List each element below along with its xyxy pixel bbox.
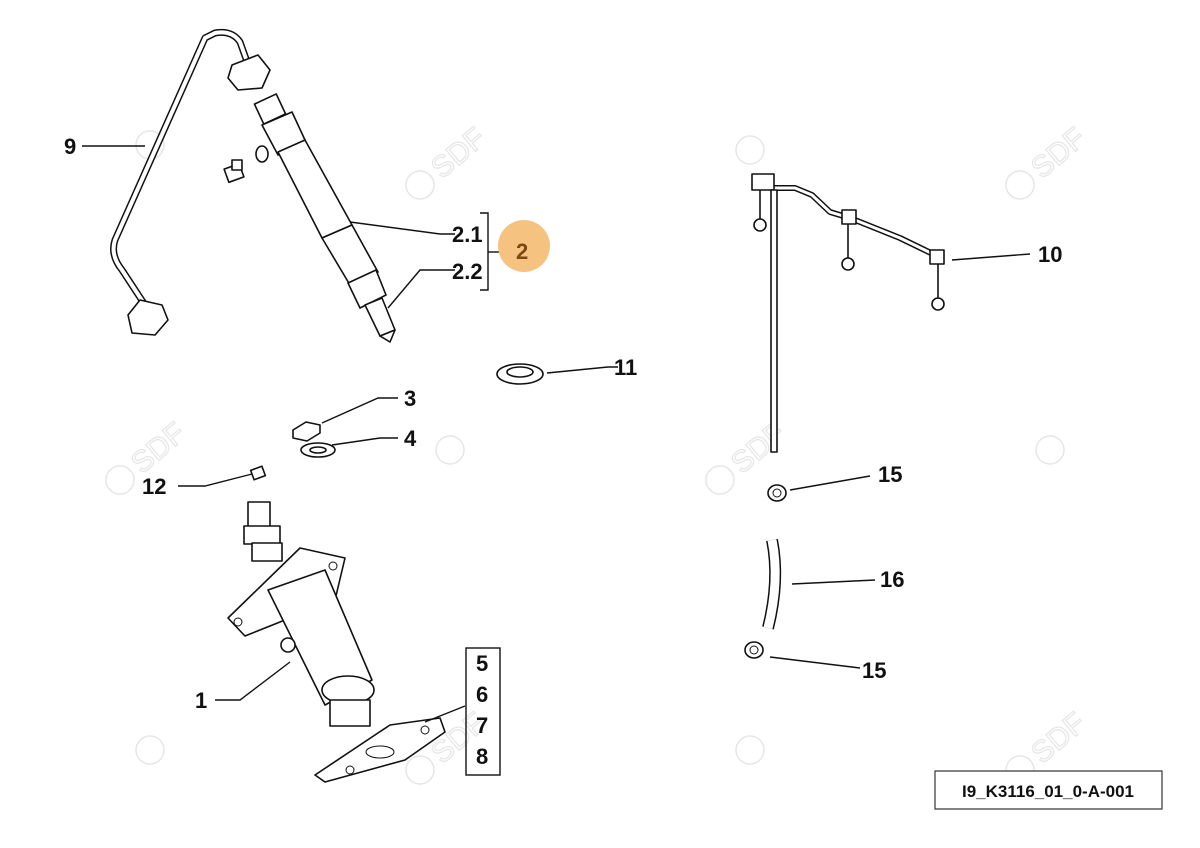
callout-15-top[interactable]: 15 — [878, 462, 902, 487]
callout-1[interactable]: 1 — [195, 688, 207, 713]
callout-7[interactable]: 7 — [476, 713, 488, 738]
svg-text:SDF: SDF — [1025, 121, 1092, 185]
part-clamp — [744, 641, 764, 659]
watermark-logo: SDF — [405, 121, 493, 200]
part-washer — [496, 363, 544, 385]
callout-9[interactable]: 9 — [64, 134, 76, 159]
reference-code-box: I9_K3116_01_0-A-001 — [934, 770, 1163, 810]
part-screw — [249, 465, 267, 481]
callout-2[interactable]: 2 — [516, 239, 528, 264]
svg-text:SDF: SDF — [1025, 706, 1092, 770]
part-injection-pipe — [110, 28, 271, 336]
part-nut-washer — [292, 421, 336, 458]
callout-15-bottom[interactable]: 15 — [862, 658, 886, 683]
svg-text:SDF: SDF — [725, 416, 792, 480]
part-hose — [762, 538, 782, 630]
callout-2-1[interactable]: 2.1 — [452, 222, 483, 247]
callout-16[interactable]: 16 — [880, 567, 904, 592]
callouts: 9 2.1 2.2 2 11 3 4 12 1 5 6 7 8 10 15 16… — [64, 134, 1062, 769]
watermark-logo: SDF — [1005, 121, 1093, 200]
callout-4[interactable]: 4 — [404, 426, 417, 451]
callout-2-2[interactable]: 2.2 — [452, 259, 483, 284]
part-injector — [223, 93, 396, 343]
callout-10[interactable]: 10 — [1038, 242, 1062, 267]
part-clamp — [767, 484, 787, 502]
part-gasket — [314, 717, 446, 783]
callout-12[interactable]: 12 — [142, 474, 166, 499]
callout-5[interactable]: 5 — [476, 651, 488, 676]
svg-text:SDF: SDF — [125, 416, 192, 480]
callout-8[interactable]: 8 — [476, 744, 488, 769]
leader-lines — [82, 145, 1031, 776]
reference-code: I9_K3116_01_0-A-001 — [962, 782, 1134, 801]
callout-11[interactable]: 11 — [614, 355, 637, 380]
highlight-marker — [498, 220, 550, 272]
svg-text:SDF: SDF — [425, 121, 492, 185]
part-leak-off-pipe — [751, 173, 945, 453]
part-injection-pump — [227, 501, 375, 727]
callout-6[interactable]: 6 — [476, 682, 488, 707]
callout-3[interactable]: 3 — [404, 386, 416, 411]
watermarks: SDF SDF SDF SDF SDF SDF — [105, 121, 1093, 785]
